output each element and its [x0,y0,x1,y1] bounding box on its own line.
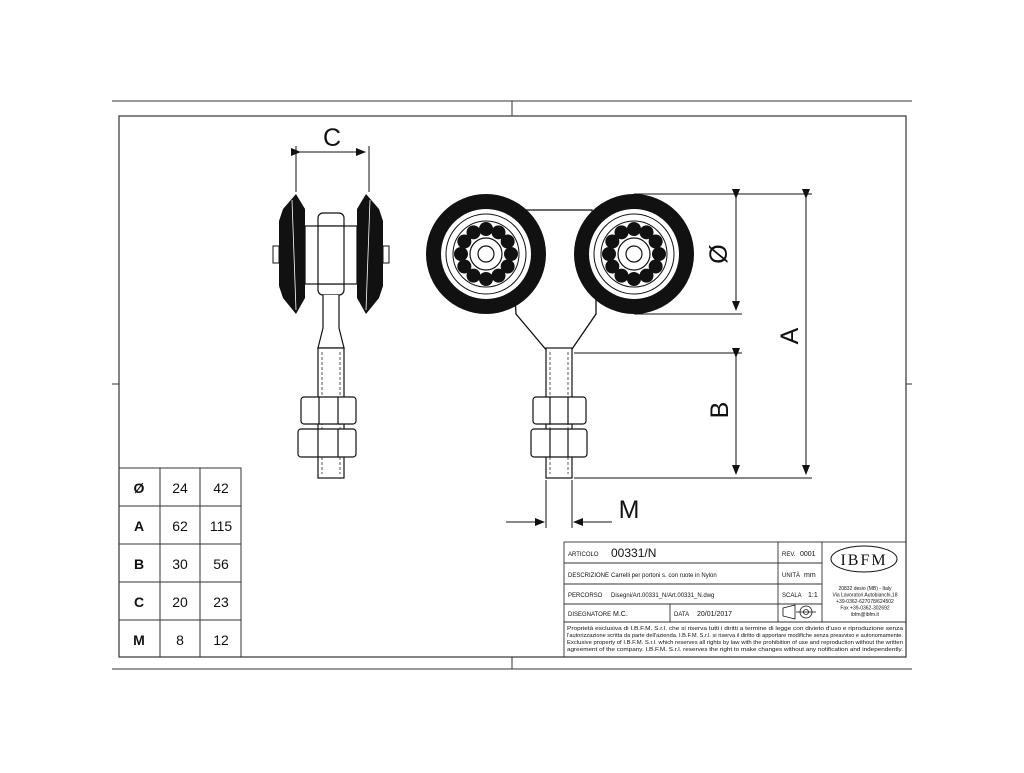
side-wheel-right [357,194,383,314]
copyright-notice: Proprietà esclusiva di I.B.F.M. S.r.l. c… [567,626,903,653]
percorso-label: PERCORSO [568,593,603,599]
logo-text: IBFM [840,552,887,569]
dim-label-c: C [323,124,341,152]
front-wheel-left [426,194,546,314]
notice-line: Exclusive property of I.B.F.M. S.r.l. wh… [567,640,903,646]
bearing-ball [648,259,663,274]
bearing-ball [652,247,666,261]
bearing-ball [639,268,654,283]
side-nut-upper [300,396,357,425]
front-view [426,194,694,479]
side-nut-lower [297,428,357,458]
address-line: +39-0362-627078/624502 [836,599,894,605]
articolo-label: ARTICOLO [568,552,599,558]
bearing-ball [491,225,506,240]
size-table-key: M [133,632,145,648]
percorso-value: Disegni/Art.00331_N/Art.00331_N.dwg [611,593,714,599]
dim-label-a: A [776,327,804,344]
size-table-value: 20 [172,594,188,610]
bearing-ball [466,225,481,240]
address-line: ibfm@ibfm.it [851,612,879,618]
dim-label-diameter: Ø [705,244,733,263]
disegnatore-label: DISEGNATORE [568,612,611,618]
bearing-ball [605,259,620,274]
descrizione-label: DESCRIZIONE [568,573,609,579]
bearing-ball [454,247,468,261]
address-line: 20832 desio (MB) - Italy [838,586,892,592]
bearing-ball [500,234,515,249]
data-label: DATA [674,612,689,618]
bearing-ball [639,225,654,240]
size-table-key: C [134,594,144,610]
size-table-key: A [134,518,144,534]
bearing-ball [627,222,641,236]
scala-label: SCALA [782,593,802,599]
address-line: Via Lavoratori Autobianchi,18 [833,593,898,599]
bearing-ball [602,247,616,261]
descrizione-value: Carrelli per portoni s. con ruote in Nyl… [611,573,717,579]
bearing-ball [648,234,663,249]
dim-label-m: M [619,496,640,524]
dimension-lines [291,146,812,528]
bearing-ball [614,268,629,283]
title-block: ARTICOLO 00331/N REV. 0001 DESCRIZIONE C… [563,541,907,658]
size-table-value: 12 [213,632,229,648]
bearing-ball [479,222,493,236]
scala-value: 1:1 [808,592,818,599]
bearing-ball [614,225,629,240]
notice-line: agreement of the company. I.B.F.M. S.r.l… [567,647,903,653]
bearing-ball [627,272,641,286]
bearing-ball [466,268,481,283]
size-table-key: Ø [134,480,145,496]
unita-value: mm [804,572,816,579]
bearing-ball [479,272,493,286]
size-table-value: 62 [172,518,188,534]
articolo-value: 00331/N [611,546,656,560]
size-table-key: B [134,556,144,572]
bearing-ball [500,259,515,274]
data-value: 20/01/2017 [697,611,732,618]
bearing-ball [457,259,472,274]
ibfm-logo: IBFM [830,545,898,573]
bearing-ball [491,268,506,283]
unita-label: UNITÀ [782,572,800,579]
size-table-value: 24 [172,480,188,496]
size-table-value: 30 [172,556,188,572]
address-line: Fax +39-0362-302692 [840,606,890,612]
bearing-ball [504,247,518,261]
size-table-value: 8 [176,632,184,648]
notice-line: Proprietà esclusiva di I.B.F.M. S.r.l. c… [567,626,903,632]
rev-label: REV. [782,552,796,558]
bearing-ball [457,234,472,249]
notice-line: l'autorizzazione scritta da parte dell'a… [567,633,903,639]
front-nut-upper [532,396,587,425]
front-wheel-right [574,194,694,314]
dim-label-b: B [706,402,734,419]
projection-symbol-icon [782,604,816,620]
size-table-value: 23 [213,594,229,610]
front-nut-lower [530,428,588,458]
rev-value: 0001 [800,551,816,558]
bearing-ball [605,234,620,249]
size-table-value: 42 [213,480,229,496]
size-table-value: 56 [213,556,229,572]
disegnatore-value: M.C. [613,611,628,618]
side-wheel-left [279,194,305,314]
sheet-frame [112,100,912,670]
side-view [272,194,390,479]
size-table-value: 115 [210,518,233,534]
